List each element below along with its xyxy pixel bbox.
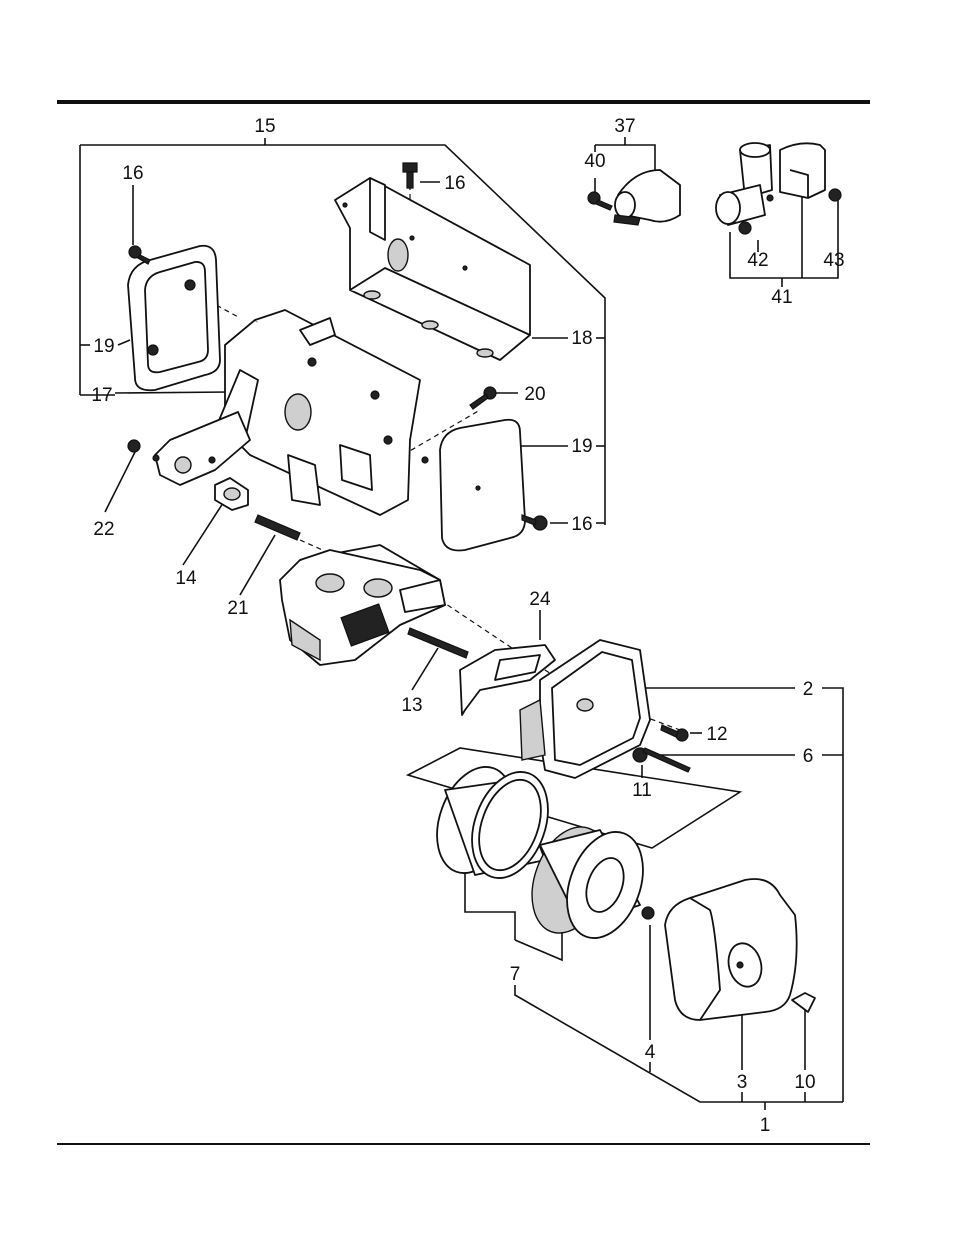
label-43: 43 [823, 250, 844, 271]
exhaust-gasket-part [215, 478, 248, 510]
label-14: 14 [175, 568, 197, 589]
label-20: 20 [524, 384, 545, 405]
cover-plate-right-part [440, 420, 525, 551]
label-22: 22 [93, 519, 114, 540]
label-11: 11 [632, 780, 652, 801]
label-6: 6 [803, 746, 814, 767]
heat-shield-part [335, 178, 530, 360]
intake-elbow-part [588, 170, 680, 225]
label-2: 2 [803, 679, 814, 700]
label-19-right: 19 [571, 436, 592, 457]
label-10: 10 [794, 1072, 815, 1093]
label-19-left: 19 [93, 336, 114, 357]
label-24: 24 [529, 589, 551, 610]
label-1: 1 [760, 1115, 771, 1136]
label-41: 41 [771, 287, 792, 308]
label-3: 3 [737, 1072, 748, 1093]
label-15: 15 [254, 116, 275, 137]
label-16-right: 16 [571, 514, 592, 535]
label-17: 17 [91, 385, 112, 406]
intake-bracket-part [716, 143, 841, 234]
label-12: 12 [706, 724, 727, 745]
long-stud-part [408, 628, 468, 658]
cylinder-head-part [280, 545, 445, 665]
label-4: 4 [645, 1042, 656, 1063]
label-16-top: 16 [444, 173, 465, 194]
air-cleaner-cover-part [665, 879, 797, 1020]
label-21: 21 [227, 598, 248, 619]
label-7: 7 [510, 964, 521, 985]
stud-part [255, 515, 300, 540]
label-16-top-left: 16 [122, 163, 143, 184]
label-13: 13 [401, 695, 422, 716]
label-18: 18 [571, 328, 592, 349]
cover-plate-left-part [128, 246, 220, 390]
label-37: 37 [614, 116, 635, 137]
label-40: 40 [584, 151, 605, 172]
label-42: 42 [747, 250, 768, 271]
